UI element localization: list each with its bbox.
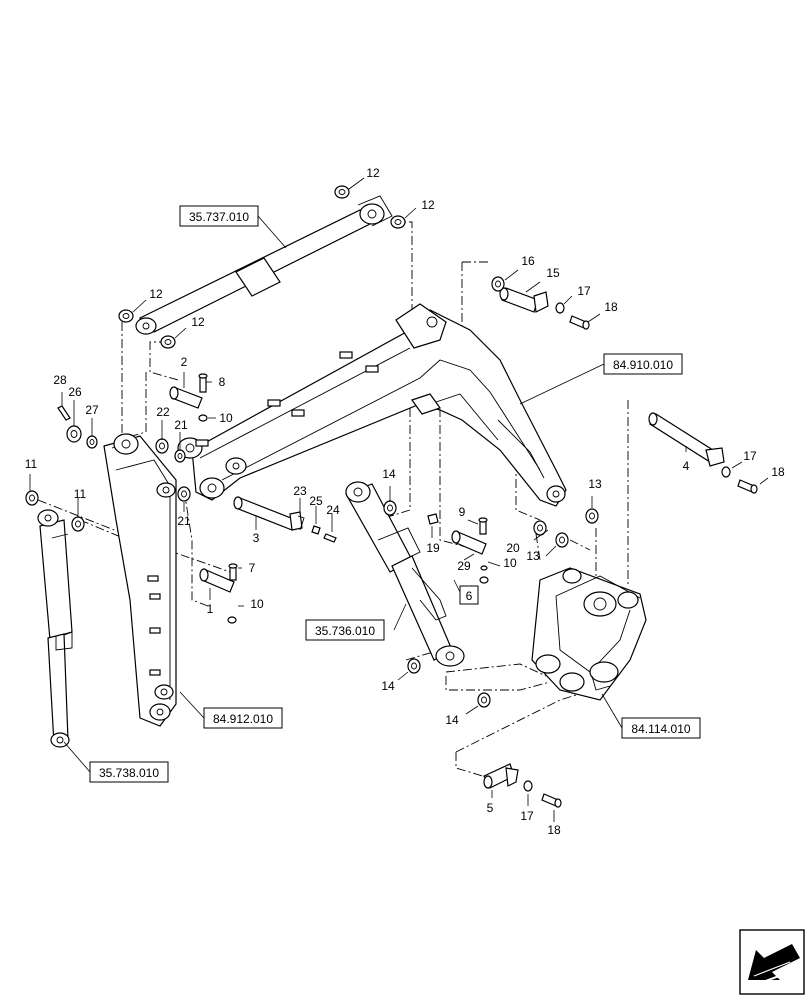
ref-35-736-010: 35.736.010 [305,619,385,641]
washers-12 [118,185,406,349]
callout-14: 14 [381,679,395,693]
callout-20: 20 [506,541,520,555]
callout-11: 11 [74,487,87,501]
reference-labels: 35.737.010 84.910.010 35.736.010 84.912.… [89,205,701,783]
ref-84-912-010-text: 84.912.010 [213,712,273,726]
callout-5: 5 [487,801,494,815]
ref-84-910-010: 84.910.010 [603,353,683,375]
callout-10: 10 [503,556,517,570]
ref-84-114-010-text: 84.114.010 [631,722,690,736]
callout-22: 22 [156,405,170,419]
callout-26: 26 [68,385,82,399]
callout-12: 12 [191,315,205,329]
callout-12: 12 [149,287,163,301]
callout-16: 16 [521,254,535,268]
swing-bracket [531,567,647,701]
callout-10: 10 [219,411,233,425]
callout-3: 3 [253,531,260,545]
callout-18: 18 [547,823,561,837]
callout-21: 21 [174,418,188,432]
boom-cylinder [135,195,393,335]
callout-2: 2 [181,355,188,369]
callout-9: 9 [459,505,466,519]
callout-18: 18 [604,300,618,314]
ref-35-738-010: 35.738.010 [89,761,169,783]
direction-arrow-icon [739,929,805,995]
callout-13: 13 [588,477,602,491]
ref-84-912-010: 84.912.010 [203,707,283,729]
callout-4: 4 [683,459,690,473]
callout-13: 13 [526,549,540,563]
callout-17: 17 [520,809,534,823]
callout-19: 19 [426,541,440,555]
callout-28: 28 [53,373,67,387]
swing-cylinder [345,481,465,667]
callout-25: 25 [309,494,323,508]
callout-27: 27 [85,403,99,417]
callout-7: 7 [249,561,256,575]
ref-35-737-010-text: 35.737.010 [189,210,249,224]
callout-17: 17 [577,284,591,298]
pins-hardware [25,276,758,808]
ref-84-114-010: 84.114.010 [621,717,701,739]
callout-29: 29 [457,559,471,573]
callout-14: 14 [382,467,396,481]
callout-6-box [459,585,479,605]
leader-lines [29,177,769,822]
ref-84-910-010-text: 84.910.010 [613,358,673,372]
arm [103,433,177,727]
callout-18: 18 [771,465,785,479]
callout-12: 12 [366,166,380,180]
callout-24: 24 [326,503,340,517]
ref-35-738-010-text: 35.738.010 [99,766,159,780]
callout-21: 21 [177,514,191,528]
arm-cylinder [37,509,73,748]
callout-12: 12 [421,198,435,212]
callout-1: 1 [207,602,214,616]
callout-6: 6 [466,589,473,603]
ref-35-736-010-text: 35.736.010 [315,624,375,638]
callout-11: 11 [25,457,38,471]
callout-10: 10 [250,597,264,611]
boom [177,303,567,507]
callout-17: 17 [743,449,757,463]
callout-23: 23 [293,484,307,498]
callout-15: 15 [546,266,560,280]
callout-14: 14 [445,713,459,727]
ref-35-737-010: 35.737.010 [179,205,259,227]
callout-8: 8 [219,375,226,389]
